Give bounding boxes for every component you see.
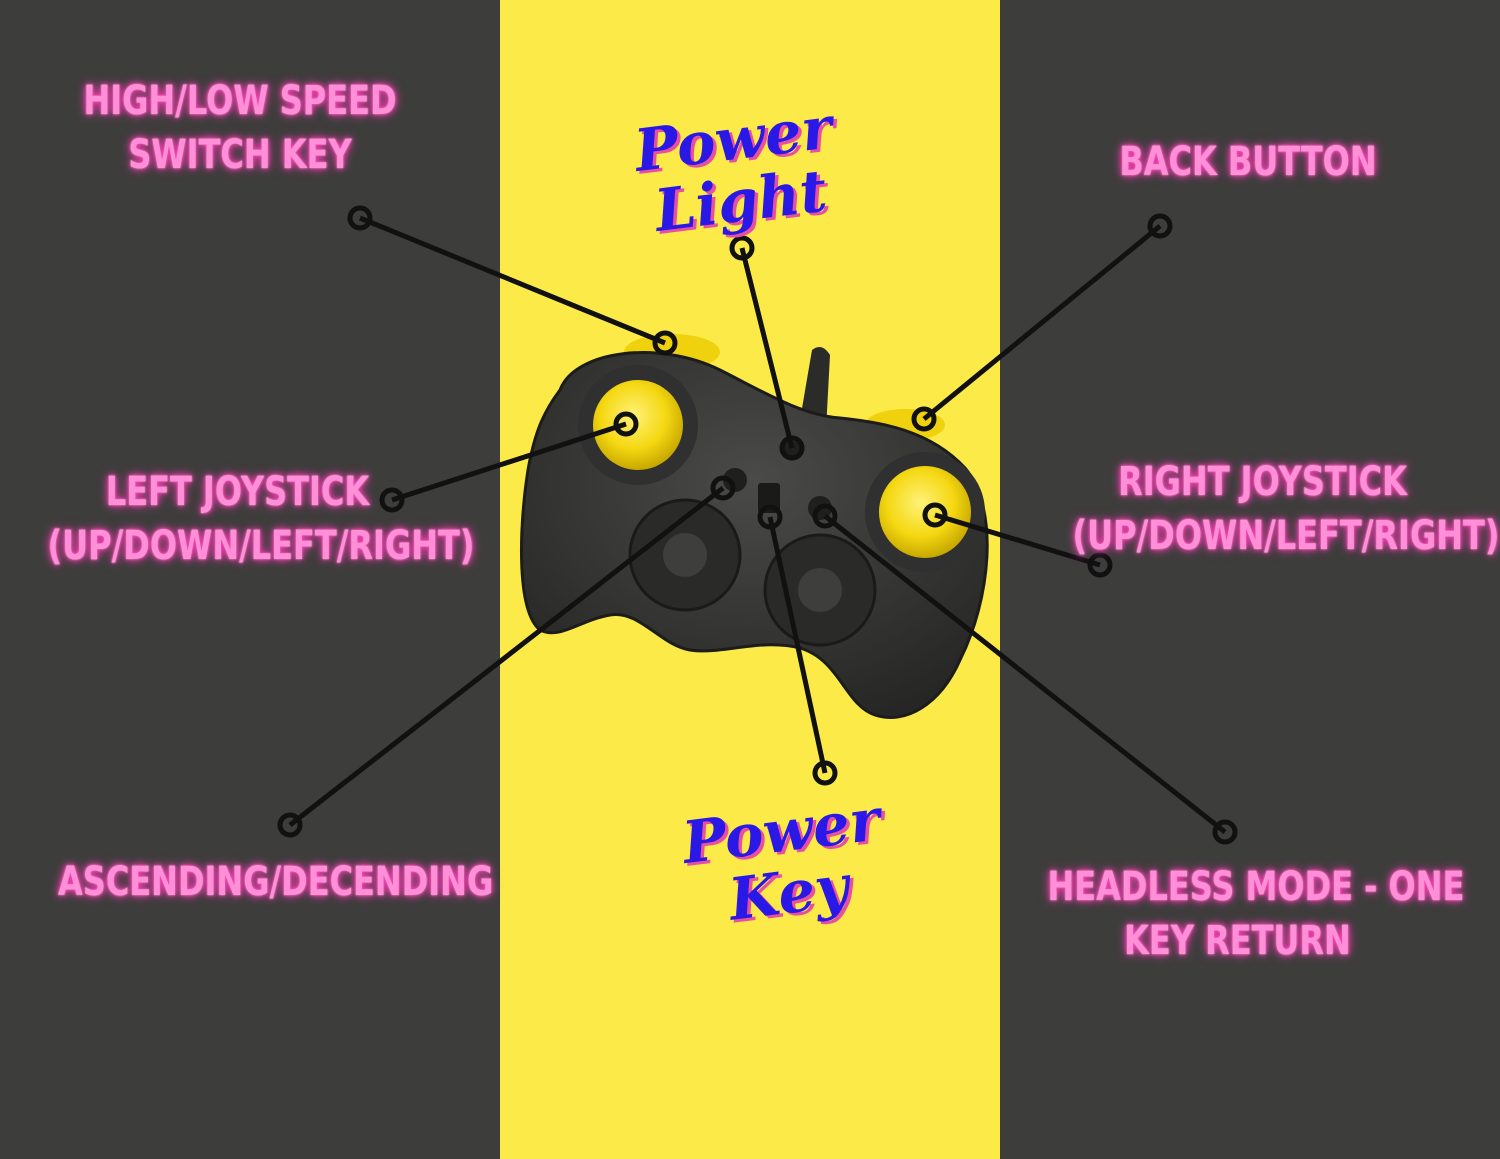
leader-back-button-end-dot bbox=[911, 406, 937, 432]
leader-back-button bbox=[911, 213, 1173, 432]
leader-right-joystick bbox=[922, 502, 1113, 578]
label-power-light: Power Light bbox=[630, 93, 836, 246]
label-left-joystick: LEFT JOYSTICK (UP/DOWN/LEFT/RIGHT) bbox=[47, 469, 475, 569]
leader-right-joystick-end-dot bbox=[922, 502, 948, 528]
leader-power-light-line bbox=[739, 247, 795, 449]
leader-headless-mode-end-dot bbox=[812, 503, 838, 529]
leader-speed-switch bbox=[347, 205, 678, 356]
leader-headless-mode-line bbox=[823, 514, 1227, 834]
leader-lines bbox=[277, 205, 1238, 845]
leader-left-joystick-line bbox=[391, 421, 627, 503]
leader-ascending-end-dot bbox=[710, 475, 736, 501]
panel-right bbox=[1000, 0, 1500, 1159]
leader-left-joystick-start-dot bbox=[379, 487, 405, 513]
leader-power-key-line bbox=[767, 516, 828, 774]
leader-power-key-start-dot bbox=[812, 760, 838, 786]
leader-ascending-start-dot bbox=[277, 812, 303, 838]
leader-back-button-start-dot bbox=[1147, 213, 1173, 239]
leader-power-key-end-dot bbox=[757, 504, 783, 530]
leader-speed-switch-start-dot bbox=[347, 205, 373, 231]
label-ascending: ASCENDING/DECENDING bbox=[58, 859, 494, 905]
leader-power-light bbox=[729, 235, 805, 461]
label-back-button: BACK BUTTON bbox=[1119, 139, 1377, 185]
leader-speed-switch-end-dot bbox=[652, 330, 678, 356]
label-right-joystick: RIGHT JOYSTICK (UP/DOWN/LEFT/RIGHT) bbox=[1072, 459, 1500, 559]
leader-back-button-line bbox=[922, 224, 1162, 421]
leader-right-joystick-start-dot bbox=[1087, 552, 1113, 578]
leader-left-joystick bbox=[379, 411, 639, 513]
leader-ascending-line bbox=[288, 486, 725, 827]
leader-power-key bbox=[757, 504, 838, 786]
leader-power-light-end-dot bbox=[779, 435, 805, 461]
leader-power-light-start-dot bbox=[729, 235, 755, 261]
leader-left-joystick-end-dot bbox=[613, 411, 639, 437]
label-speed-switch: HIGH/LOW SPEED SWITCH KEY bbox=[83, 78, 397, 178]
label-headless-mode: HEADLESS MODE - ONE KEY RETURN bbox=[1047, 864, 1465, 964]
leader-right-joystick-line bbox=[934, 512, 1101, 568]
leader-headless-mode-start-dot bbox=[1212, 819, 1238, 845]
leader-headless-mode bbox=[812, 503, 1238, 845]
leader-ascending bbox=[277, 475, 736, 838]
leader-speed-switch-line bbox=[359, 215, 666, 346]
gamepad-icon bbox=[519, 334, 989, 720]
panel-left bbox=[0, 0, 500, 1159]
